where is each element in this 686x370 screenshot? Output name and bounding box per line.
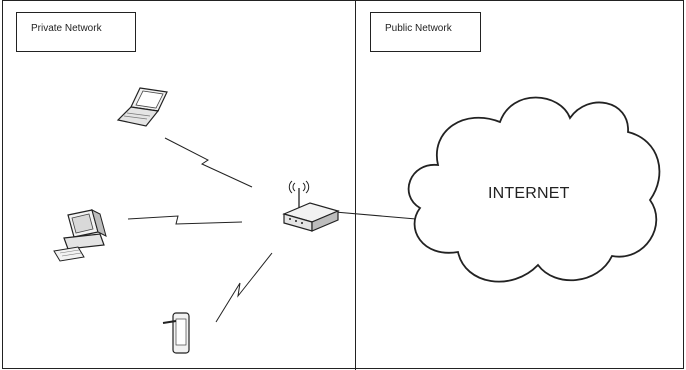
wired-link-internet [334, 211, 417, 220]
desktop-computer-icon [53, 209, 107, 262]
wireless-link-desktop [127, 215, 243, 225]
laptop-icon [116, 87, 168, 127]
private-network-label: Private Network [16, 12, 136, 52]
internet-label: INTERNET [488, 185, 570, 202]
internet-cloud-icon [407, 96, 661, 283]
mobile-phone-icon [162, 312, 190, 354]
wireless-router-icon [282, 180, 340, 232]
wireless-link-laptop [164, 137, 253, 188]
wireless-link-phone [215, 252, 273, 323]
public-network-label: Public Network [370, 12, 481, 52]
